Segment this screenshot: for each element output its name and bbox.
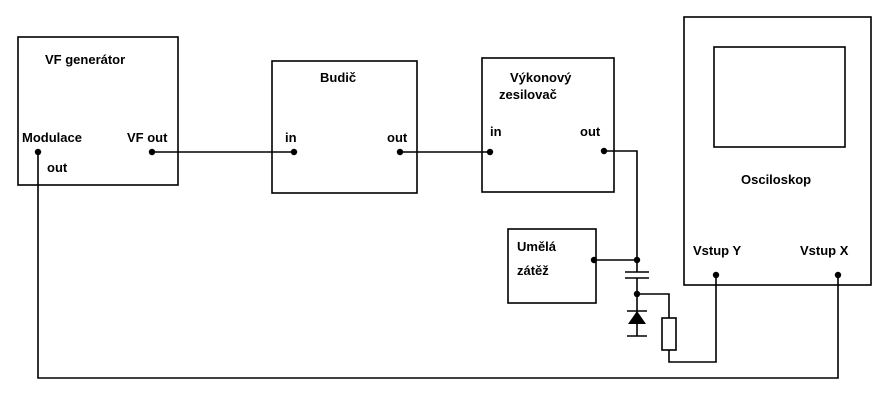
dummy-load-port-dot [590, 256, 598, 264]
vf-out-port-dot [148, 148, 156, 156]
oscilloscope-input-y-label: Vstup Y [693, 243, 741, 258]
oscilloscope-y-port-dot [712, 271, 720, 279]
amplifier-box [481, 57, 615, 193]
budic-block: Budič in out [271, 60, 418, 194]
amplifier-title-line1: Výkonový [510, 70, 572, 85]
budic-title: Budič [320, 70, 356, 85]
oscilloscope-title: Osciloskop [741, 172, 811, 187]
budic-out-label: out [387, 130, 408, 145]
wire-to-resistor-top [637, 293, 670, 318]
dummy-load-box [507, 228, 597, 304]
vf-generator-block: VF generátor Modulace out VF out [17, 36, 179, 186]
budic-out-port-dot [396, 148, 404, 156]
wire-resistor-to-y-input [668, 275, 717, 363]
amplifier-title-line2: zesilovač [499, 87, 557, 102]
amplifier-in-port-dot [486, 148, 494, 156]
resistor-symbol [661, 317, 677, 351]
dummy-load-title-line1: Umělá [517, 239, 557, 254]
vf-generator-box [17, 36, 179, 186]
capacitor-symbol [625, 271, 649, 279]
modulation-port-label: Modulace [22, 130, 82, 145]
amplifier-in-label: in [490, 124, 502, 139]
wire-amplifier-out-down [604, 150, 638, 272]
oscilloscope-input-x-label: Vstup X [800, 243, 849, 258]
budic-in-label: in [285, 130, 297, 145]
vf-generator-title: VF generátor [45, 52, 125, 67]
oscilloscope-block: Osciloskop Vstup Y Vstup X [683, 16, 872, 286]
junction-dot-detector [633, 290, 641, 298]
wire-modulation-to-x-input [37, 152, 839, 379]
wiring [37, 150, 839, 379]
oscilloscope-x-port-dot [834, 271, 842, 279]
dummy-load-block: Umělá zátěž [507, 228, 597, 304]
dummy-load-title-line2: zátěž [517, 263, 549, 278]
budic-in-port-dot [290, 148, 298, 156]
modulation-port-dot [34, 148, 42, 156]
connection-dots [34, 147, 842, 298]
diode-symbol [627, 310, 647, 337]
junction-dot-load [633, 256, 641, 264]
detector-components [625, 271, 677, 351]
budic-box [271, 60, 418, 194]
amplifier-out-port-dot [600, 147, 608, 155]
vf-out-port-label: VF out [127, 130, 168, 145]
oscilloscope-screen [713, 46, 846, 148]
amplifier-out-label: out [580, 124, 601, 139]
modulation-port-label-out: out [47, 160, 68, 175]
amplifier-block: Výkonový zesilovač in out [481, 57, 615, 193]
